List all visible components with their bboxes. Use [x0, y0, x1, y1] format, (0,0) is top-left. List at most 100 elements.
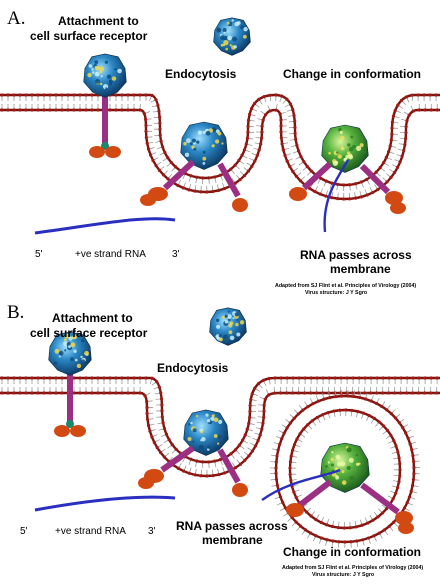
lipid-head	[66, 93, 70, 97]
lipid-head	[90, 391, 94, 395]
virus-particle-icon	[180, 121, 228, 170]
lipid-head	[359, 180, 363, 184]
capsid-bump	[197, 130, 203, 135]
capsid-bump	[104, 60, 108, 64]
lipid-head	[260, 130, 264, 134]
lipid-head	[435, 376, 439, 380]
lipid-head	[297, 391, 301, 395]
lipid-head	[345, 376, 349, 380]
capsid-bump	[108, 79, 113, 84]
lipid-head	[285, 426, 289, 430]
lipid-head	[319, 176, 323, 180]
lipid-head	[394, 491, 398, 495]
lipid-head	[292, 442, 297, 447]
lipid-head	[294, 174, 299, 179]
capsid-bump	[64, 338, 67, 342]
lipid-head	[395, 165, 400, 169]
capsid-bump	[347, 143, 351, 147]
capsid-bump	[91, 71, 95, 74]
lipid-head	[30, 108, 34, 112]
lipid-head	[366, 521, 370, 525]
lipid-head	[393, 376, 397, 380]
lipid-head	[242, 148, 247, 152]
lipid-head	[343, 540, 347, 544]
lipid-head	[246, 124, 250, 128]
lipid-head	[285, 376, 289, 380]
capsid-bump	[234, 312, 239, 317]
lipid-head	[159, 391, 163, 395]
lipid-head	[0, 108, 4, 112]
lipid-head	[423, 376, 427, 380]
lipid-head	[233, 466, 238, 470]
panel-letter: A.	[7, 8, 25, 29]
capsid-bump	[243, 34, 247, 39]
capsid-bump	[362, 471, 365, 475]
lipid-head	[154, 163, 158, 168]
lipid-head	[283, 153, 287, 158]
capsid-bump	[361, 149, 366, 154]
lipid-head	[274, 466, 278, 470]
lipid-head	[291, 376, 295, 380]
lipid-head	[330, 196, 334, 200]
lipid-head	[397, 421, 401, 425]
lipid-head	[296, 412, 300, 416]
lipid-head	[331, 539, 335, 543]
lipid-head	[304, 510, 309, 514]
lipid-head	[384, 507, 389, 511]
lipid-head	[205, 190, 209, 194]
lipid-head	[315, 391, 319, 395]
capsid-bump	[212, 447, 216, 451]
lipid-head	[108, 376, 112, 380]
lipid-head	[96, 391, 100, 395]
lipid-head	[126, 376, 130, 380]
lipid-head	[238, 462, 242, 466]
lipid-head	[306, 423, 310, 427]
capsid-bump	[330, 457, 334, 462]
capsid-bump	[335, 454, 341, 460]
capsid-bump	[362, 469, 366, 473]
lipid-head	[256, 382, 261, 386]
lipid-head	[295, 437, 299, 441]
lipid-head	[291, 448, 295, 452]
lipid-head	[291, 108, 295, 112]
lipid-head	[163, 150, 167, 155]
lipid-head	[369, 391, 373, 395]
lipid-head	[187, 188, 191, 192]
lipid-head	[246, 130, 250, 134]
lipid-head	[281, 500, 285, 504]
capsid-bump	[228, 330, 233, 335]
lipid-head	[36, 391, 40, 395]
capsid-bump	[202, 162, 206, 165]
lipid-head	[90, 93, 94, 97]
credit-line: Virus structure: J Y Sgro	[305, 290, 368, 296]
lipid-head	[160, 403, 164, 407]
lipid-head	[404, 137, 408, 141]
lipid-head	[36, 108, 40, 112]
lipid-head	[308, 531, 313, 535]
capsid-bump	[222, 43, 226, 47]
lipid-head	[354, 525, 358, 529]
capsid-bump	[207, 448, 210, 451]
capsid-bump	[239, 320, 245, 325]
lipid-head	[350, 408, 354, 413]
lipid-head	[410, 448, 414, 452]
capsid-bump	[202, 150, 206, 154]
lipid-head	[238, 178, 242, 182]
receptor-icon	[138, 445, 414, 534]
lipid-head	[387, 524, 391, 528]
lipid-head	[273, 376, 277, 380]
lipid-head	[156, 103, 160, 107]
lipid-head	[375, 376, 379, 380]
lipid-head	[108, 391, 112, 395]
credit-line: Adapted from SJ Flint et al. Principles …	[282, 565, 423, 571]
lipid-head	[357, 376, 361, 380]
capsid-bump	[340, 146, 345, 151]
capsid-bump	[348, 457, 354, 463]
lipid-head	[233, 448, 238, 452]
lipid-head	[256, 438, 260, 443]
lipid-head	[261, 421, 265, 425]
lipid-head	[72, 376, 76, 380]
lipid-head	[345, 391, 349, 395]
lipid-head	[144, 93, 148, 97]
lipid-head	[6, 391, 10, 395]
